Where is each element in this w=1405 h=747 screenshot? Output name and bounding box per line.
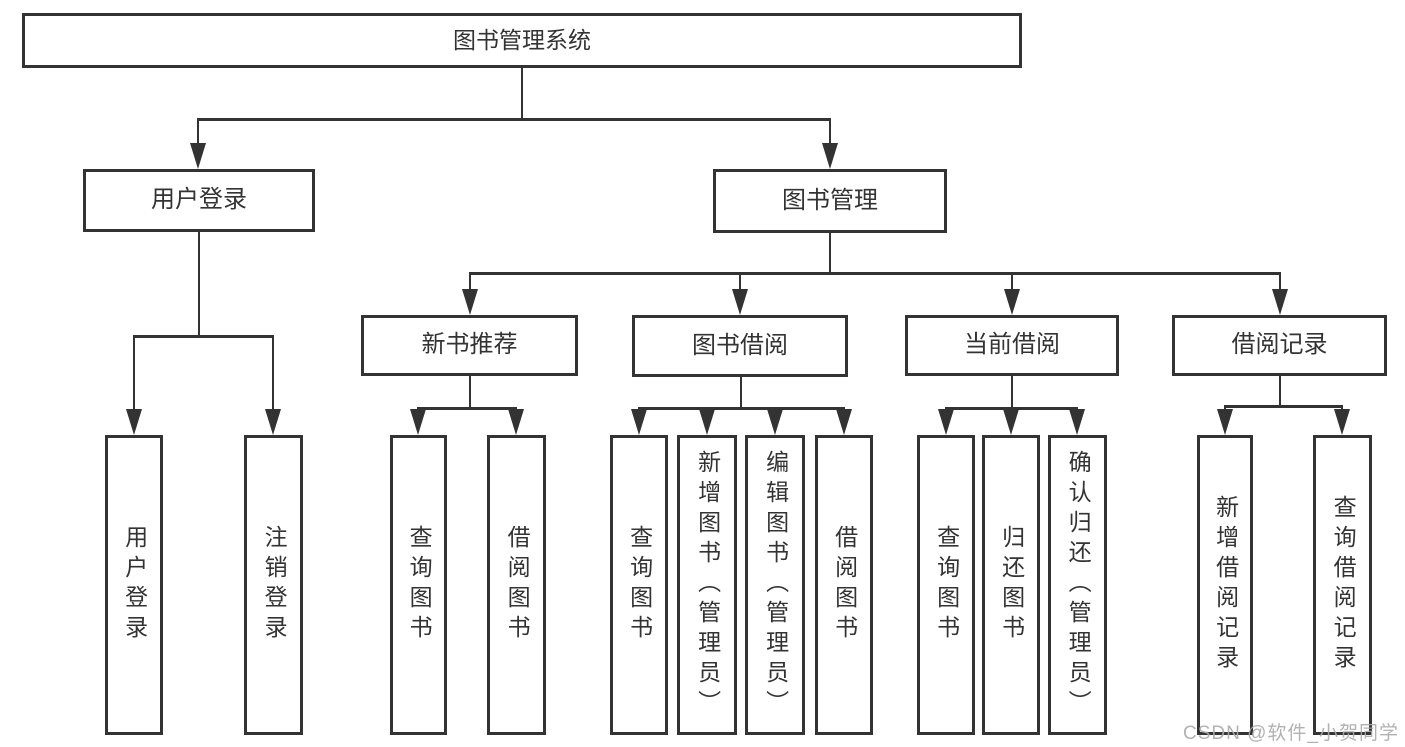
node-confirm-return-admin: 确认归还（管理员）: [1048, 435, 1107, 735]
arrowhead-down-icon: [732, 289, 748, 315]
arrowhead-down-icon: [410, 409, 426, 435]
edge-stem-current-borrow: [1010, 376, 1014, 410]
node-query-borrow-record: 查询借阅记录: [1313, 435, 1372, 735]
arrowhead-down-icon: [1334, 409, 1350, 435]
arrowhead-down-icon: [1004, 289, 1020, 315]
node-new-book-rec: 新书推荐: [361, 315, 578, 376]
edge-bar-root: [196, 118, 832, 121]
arrowhead-down-icon: [1003, 409, 1019, 435]
node-edit-books-admin: 编辑图书（管理员）: [745, 435, 805, 735]
node-root: 图书管理系统: [22, 13, 1022, 68]
edge-drop-book-mgmt-group-0: [468, 272, 472, 293]
node-borrow-books-rec: 借阅图书: [487, 435, 546, 735]
node-book-mgmt-group: 图书管理: [713, 169, 947, 233]
edge-stem-new-book-rec: [468, 376, 472, 410]
arrowhead-down-icon: [699, 409, 715, 435]
edge-stem-borrow-records: [1278, 376, 1282, 408]
edge-drop-book-mgmt-group-3: [1278, 272, 1282, 293]
arrowhead-down-icon: [822, 143, 838, 169]
node-add-borrow-record: 新增借阅记录: [1197, 435, 1253, 735]
node-return-books: 归还图书: [982, 435, 1040, 735]
edge-stem-root: [520, 68, 524, 121]
edge-drop-root-0: [196, 118, 200, 147]
edge-stem-book-borrow: [739, 377, 743, 410]
edge-bar-borrow-records: [1223, 405, 1344, 408]
node-add-books-admin: 新增图书（管理员）: [677, 435, 737, 735]
arrowhead-down-icon: [1272, 289, 1288, 315]
arrowhead-down-icon: [836, 409, 852, 435]
arrowhead-down-icon: [767, 409, 783, 435]
node-borrow-books-leaf: 借阅图书: [815, 435, 873, 735]
edge-drop-book-mgmt-group-1: [738, 272, 742, 293]
arrowhead-down-icon: [462, 289, 478, 315]
node-user-login-leaf: 用户登录: [105, 435, 163, 735]
node-current-borrow: 当前借阅: [905, 315, 1119, 376]
arrowhead-down-icon: [1069, 409, 1085, 435]
edge-drop-book-mgmt-group-2: [1010, 272, 1014, 293]
edge-stem-book-mgmt-group: [828, 233, 832, 275]
edge-bar-book-mgmt-group: [468, 272, 1282, 275]
edge-stem-user-login-group: [197, 232, 201, 338]
edge-drop-user-login-group-1: [271, 335, 275, 413]
arrowhead-down-icon: [508, 409, 524, 435]
arrowhead-down-icon: [126, 409, 142, 435]
node-query-books-rec: 查询图书: [390, 435, 447, 735]
node-borrow-records: 借阅记录: [1172, 315, 1387, 376]
arrowhead-down-icon: [631, 409, 647, 435]
arrowhead-down-icon: [190, 143, 206, 169]
arrowhead-down-icon: [938, 409, 954, 435]
edge-bar-user-login-group: [132, 335, 275, 338]
node-query-books-current: 查询图书: [917, 435, 975, 735]
node-user-login-group: 用户登录: [83, 169, 315, 232]
edge-drop-user-login-group-0: [132, 335, 136, 413]
edge-bar-book-borrow: [637, 407, 846, 410]
arrowhead-down-icon: [265, 409, 281, 435]
edge-drop-root-1: [828, 118, 832, 147]
edge-bar-new-book-rec: [416, 407, 518, 410]
node-book-borrow: 图书借阅: [632, 315, 848, 377]
arrowhead-down-icon: [1217, 409, 1233, 435]
node-logout-leaf: 注销登录: [244, 435, 303, 735]
node-query-books-borrow: 查询图书: [610, 435, 668, 735]
